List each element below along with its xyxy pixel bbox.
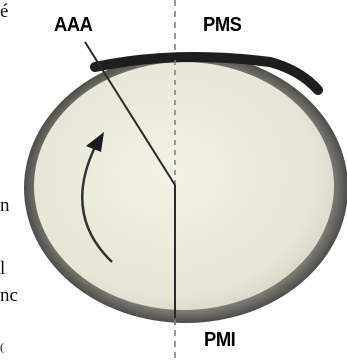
pmi-label: PMI <box>204 329 235 352</box>
cropped-text-3: l <box>0 259 5 278</box>
aaa-label: AAA <box>54 14 92 37</box>
pms-label: PMS <box>203 14 241 37</box>
cropped-text-1: é <box>0 2 8 21</box>
cropped-text-2: n <box>0 196 10 215</box>
crank-disc <box>34 62 334 310</box>
cropped-text-5: ( <box>0 341 4 353</box>
cropped-text-4: nc <box>0 286 18 305</box>
